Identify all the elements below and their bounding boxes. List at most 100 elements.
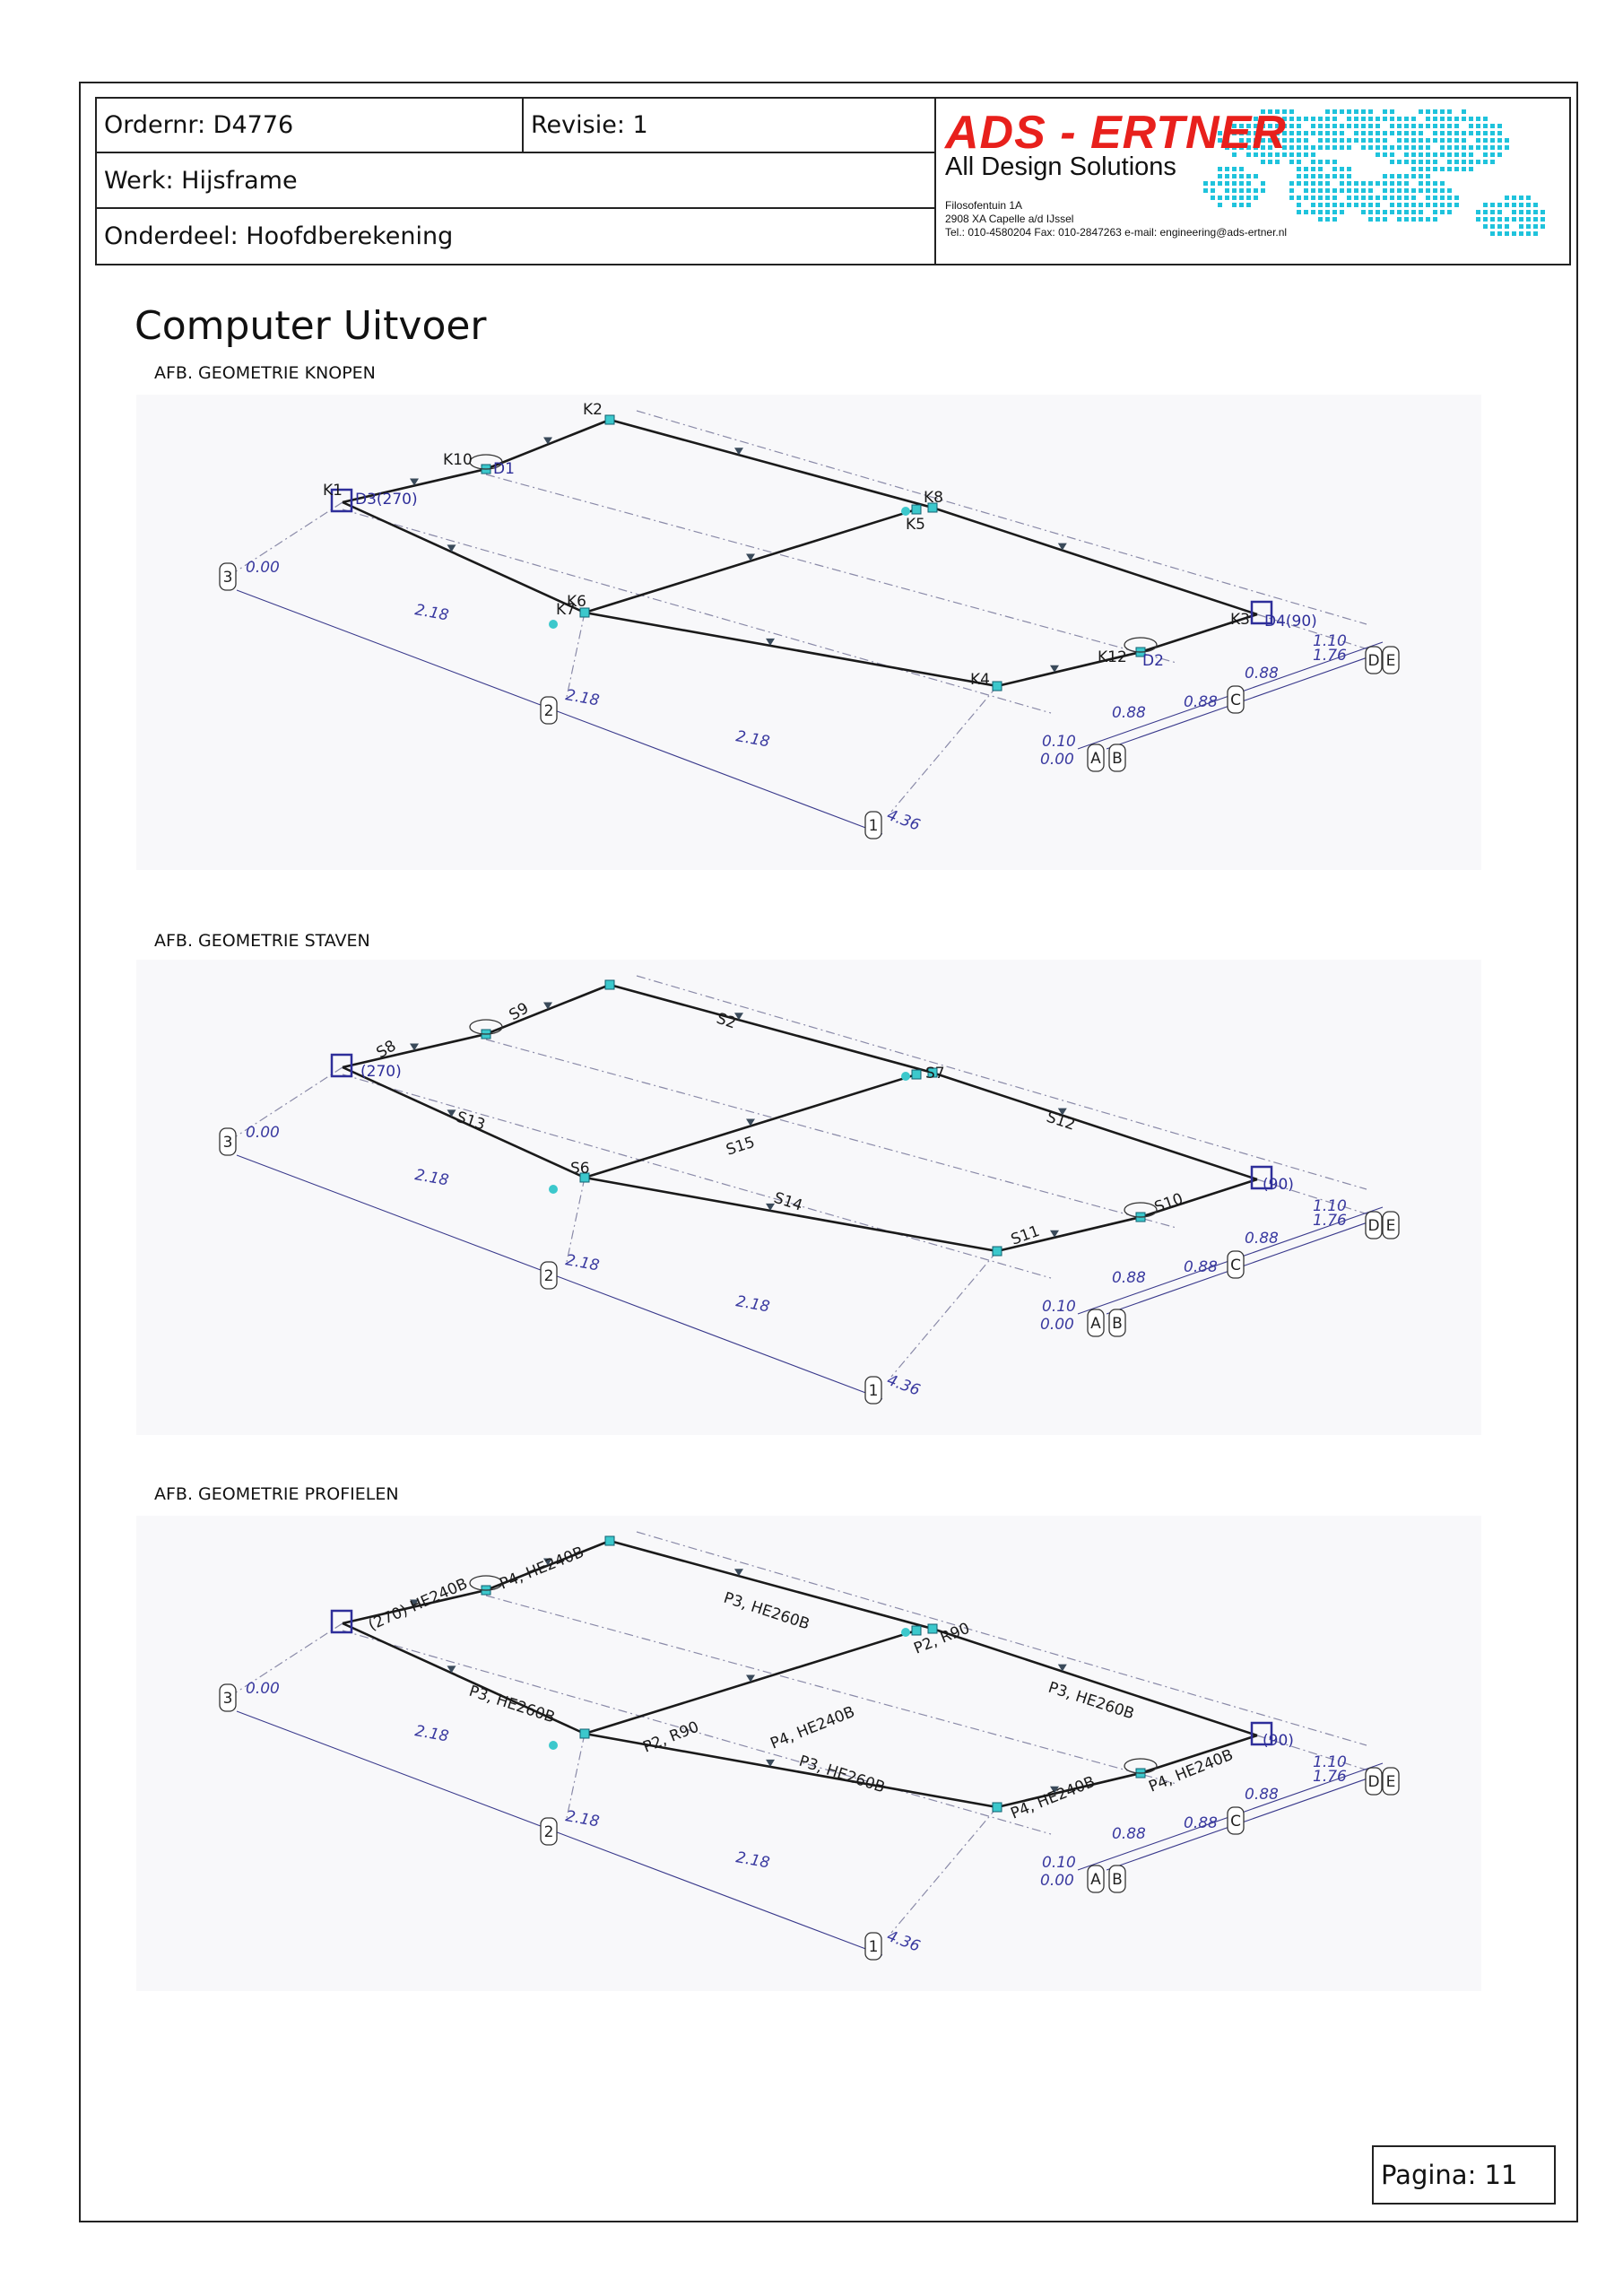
dim-text: 2.18 — [734, 1848, 771, 1872]
dim-text: 0.88 — [1184, 1814, 1218, 1832]
node-label: K2 — [583, 401, 603, 419]
dim-text: 0.88 — [1112, 704, 1146, 722]
grid-line — [636, 975, 1367, 1190]
dimension-line — [236, 589, 883, 835]
part-name: Onderdeel: Hoofdberekening — [97, 209, 936, 264]
dim-text: 1.76 — [1313, 1212, 1347, 1230]
page-border — [79, 82, 1578, 2222]
dim-text: 2.18 — [413, 601, 450, 624]
member-marker — [410, 478, 419, 486]
member-marker — [447, 1109, 456, 1118]
grid-axis-2-label: 2 — [544, 1823, 554, 1841]
profile-label: P4, HE240B — [1008, 1773, 1098, 1823]
member — [609, 1539, 933, 1631]
node — [579, 1728, 590, 1739]
grid-line — [485, 1595, 1177, 1785]
member-marker — [543, 1002, 552, 1010]
revision: Revisie: 1 — [524, 99, 936, 153]
grid-axis-3-label: 3 — [223, 1134, 233, 1152]
member — [1140, 1178, 1258, 1219]
grid-axis-c-label: C — [1230, 691, 1241, 709]
support-label: (270) — [360, 1063, 402, 1081]
dim-text: 1.10 — [1313, 1197, 1347, 1215]
grid-axis-c-bubble — [1227, 685, 1245, 714]
dim-text: 1.76 — [1313, 1768, 1347, 1786]
dim-text: 2.18 — [564, 1251, 601, 1274]
member-marker — [543, 437, 552, 445]
grid-axis-a-label: A — [1090, 1315, 1101, 1333]
profile-label: P3, HE260B — [1046, 1679, 1136, 1724]
member — [932, 1627, 1258, 1737]
dim-text: 2.18 — [734, 727, 771, 751]
node — [927, 1623, 938, 1634]
grid-line — [227, 1622, 343, 1699]
grid-axis-c-bubble — [1227, 1250, 1245, 1279]
grid-axis-b-label: B — [1112, 1871, 1123, 1889]
node — [901, 1628, 910, 1637]
grid-axis-1-label: 1 — [869, 1382, 879, 1400]
order-number: Ordernr: D4776 — [97, 99, 524, 153]
support-icon — [330, 1053, 353, 1078]
grid-axis-a-bubble — [1087, 1865, 1105, 1893]
node-label: K3 — [1230, 611, 1250, 629]
node-label: K6 — [567, 593, 586, 611]
support-icon — [1124, 637, 1158, 653]
member-marker — [1057, 543, 1067, 551]
dim-text: 2.18 — [413, 1722, 450, 1745]
node — [992, 1802, 1002, 1813]
grid-axis-1-bubble — [864, 1932, 882, 1961]
grid-axis-e-bubble — [1382, 646, 1400, 674]
contact-line: Tel.: 010-4580204 Fax: 010-2847263 e-mai… — [945, 226, 1288, 239]
member — [1140, 1734, 1258, 1775]
grid-line — [1256, 1735, 1375, 1773]
dim-text: 1.76 — [1313, 647, 1347, 665]
member-marker — [766, 1203, 775, 1211]
node — [549, 1741, 558, 1750]
grid-line — [1256, 613, 1375, 652]
member-label: S10 — [1152, 1190, 1185, 1217]
member-marker — [734, 1013, 743, 1021]
profile-label: P4, HE240B — [497, 1544, 586, 1594]
member-marker — [746, 1118, 755, 1126]
grid-line — [890, 685, 998, 813]
member-label: S11 — [1009, 1222, 1042, 1249]
node — [927, 1067, 938, 1078]
grid-axis-d-label: D — [1367, 652, 1379, 670]
dim-text: 4.36 — [884, 806, 923, 835]
member-label: S6 — [570, 1160, 590, 1178]
logo-name: ADS - ERTNER — [945, 107, 1287, 159]
company-logo: ADS - ERTNER All Design Solutions Filoso… — [936, 99, 1569, 264]
node — [901, 507, 910, 516]
grid-line — [342, 1630, 1052, 1835]
member-marker — [1050, 1786, 1059, 1794]
dimension-line — [1106, 1771, 1386, 1871]
node — [549, 620, 558, 629]
grid-axis-c-label: C — [1230, 1257, 1241, 1274]
support-label: (90) — [1263, 1176, 1294, 1194]
dim-text: 1.10 — [1313, 632, 1347, 650]
title-block: Ordernr: D4776 Revisie: 1 Werk: Hijsfram… — [95, 97, 1571, 265]
dim-text: 1.10 — [1313, 1753, 1347, 1771]
node — [911, 504, 922, 515]
support-icon — [330, 1609, 353, 1634]
grid-axis-a-bubble — [1087, 744, 1105, 772]
grid-axis-b-label: B — [1112, 750, 1123, 768]
grid-axis-1-bubble — [864, 811, 882, 839]
support-icon — [1124, 1758, 1158, 1774]
grid-axis-b-bubble — [1108, 1865, 1126, 1893]
member — [1140, 613, 1258, 654]
node-label: K12 — [1098, 648, 1127, 666]
dim-text: 0.88 — [1184, 1258, 1218, 1276]
dim-text: 0.00 — [246, 559, 280, 577]
node-label: K8 — [924, 489, 943, 507]
member-label: S2 — [714, 1010, 738, 1033]
support-icon — [1250, 1165, 1273, 1190]
node — [992, 681, 1002, 691]
member-label: S12 — [1044, 1109, 1077, 1135]
member-label: S9 — [507, 999, 533, 1024]
member-marker — [410, 1599, 419, 1607]
